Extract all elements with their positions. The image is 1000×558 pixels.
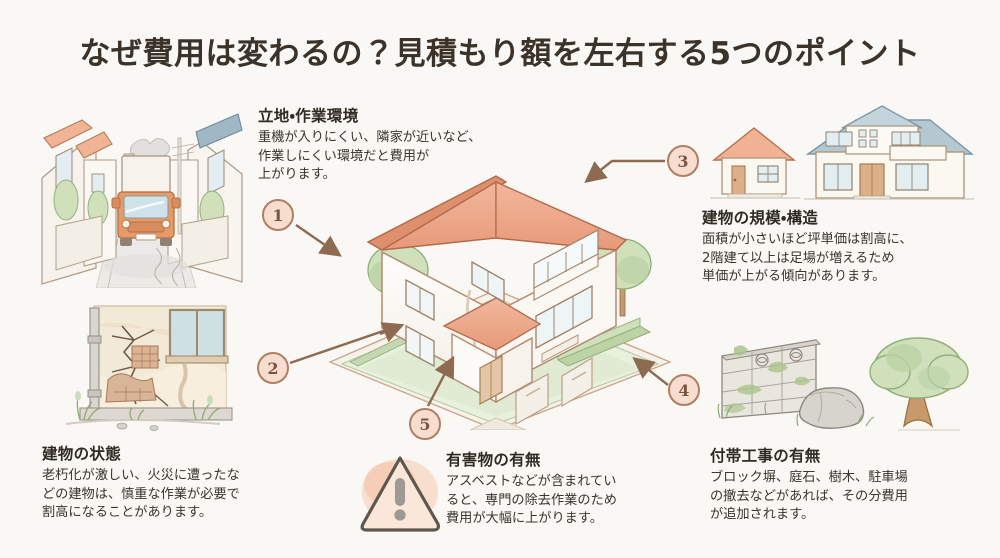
point-body-2-line-2: どの建物は、慎重な作業が必要で <box>42 486 240 502</box>
narrow-street-with-truck-illustration <box>36 98 248 289</box>
point-body-5-line-2: ると、専門の除去作業のため <box>446 492 617 508</box>
point-body-4: ブロック塀、庭石、樹木、駐車場 の撤去などがあれば、その分費用 が追加されます。 <box>710 469 908 525</box>
point-body-4-line-3: が追加されます。 <box>710 507 815 523</box>
point-block-2: 建物の状態 老朽化が激しい、火災に遭ったな どの建物は、慎重な作業が必要で 割高… <box>42 442 240 523</box>
point-body-1: 重機が入りにくい、隣家が近いなど、 作業しにくい環境だと費用が 上がります。 <box>258 129 481 185</box>
point-body-1-line-3: 上がります。 <box>258 167 336 183</box>
point-block-1: 立地・作業環境 重機が入りにくい、隣家が近いなど、 作業しにくい環境だと費用が … <box>258 104 481 185</box>
cracked-wall-illustration <box>36 296 248 436</box>
block-wall-rock-tree-illustration <box>708 334 976 438</box>
point-block-4: 付帯工事の有無 ブロック塀、庭石、樹木、駐車場 の撤去などがあれば、その分費用 … <box>710 444 908 525</box>
point-badge-2[interactable]: 2 <box>257 352 289 384</box>
point-heading-5: 有害物の有無 <box>446 451 541 469</box>
isometric-two-story-house-illustration <box>320 130 680 431</box>
point-heading-3: 建物の規模・構造 <box>702 209 819 227</box>
page-title: なぜ費用は変わるの？見積もり額を左右する5つのポイント <box>79 36 921 72</box>
point-body-1-line-1: 重機が入りにくい、隣家が近いなど、 <box>258 130 482 145</box>
point-body-3-line-2: 2階建て以上は足場が増えるため <box>702 250 895 266</box>
point-body-3: 面積が小さいほど坪単価は割高に、 2階建て以上は足場が増えるため 単価が上がる傾… <box>702 231 913 287</box>
point-body-2-line-3: 割高になることがあります。 <box>42 505 213 521</box>
point-badge-3[interactable]: 3 <box>667 145 699 177</box>
point-body-5: アスベストなどが含まれてい ると、専門の除去作業のため 費用が大幅に上がります。 <box>446 473 617 529</box>
point-heading-1: 立地・作業環境 <box>258 107 359 125</box>
point-badge-4[interactable]: 4 <box>668 374 700 406</box>
point-body-1-line-2: 作業しにくい環境だと費用が <box>258 148 430 164</box>
point-body-3-line-1: 面積が小さいほど坪単価は割高に、 <box>702 232 913 247</box>
point-body-2: 老朽化が激しい、火災に遭ったな どの建物は、慎重な作業が必要で 割高になることが… <box>42 467 240 523</box>
point-body-5-line-1: アスベストなどが含まれてい <box>446 474 617 489</box>
hazard-warning-triangle-illustration <box>352 444 448 540</box>
point-body-2-line-1: 老朽化が激しい、火災に遭ったな <box>42 468 240 483</box>
point-block-3: 建物の規模・構造 面積が小さいほど坪単価は割高に、 2階建て以上は足場が増えるた… <box>702 206 913 287</box>
point-block-5: 有害物の有無 アスベストなどが含まれてい ると、専門の除去作業のため 費用が大幅… <box>446 448 617 529</box>
point-heading-4: 付帯工事の有無 <box>710 447 821 465</box>
small-and-large-house-illustration <box>704 102 976 202</box>
point-body-4-line-2: の撤去などがあれば、その分費用 <box>710 488 908 504</box>
point-heading-2: 建物の状態 <box>42 445 122 463</box>
point-body-5-line-3: 費用が大幅に上がります。 <box>446 511 603 527</box>
point-badge-1[interactable]: 1 <box>262 199 294 231</box>
point-badge-5[interactable]: 5 <box>409 408 441 440</box>
point-body-4-line-1: ブロック塀、庭石、樹木、駐車場 <box>710 470 908 485</box>
point-body-3-line-3: 単価が上がる傾向があります。 <box>702 269 886 285</box>
